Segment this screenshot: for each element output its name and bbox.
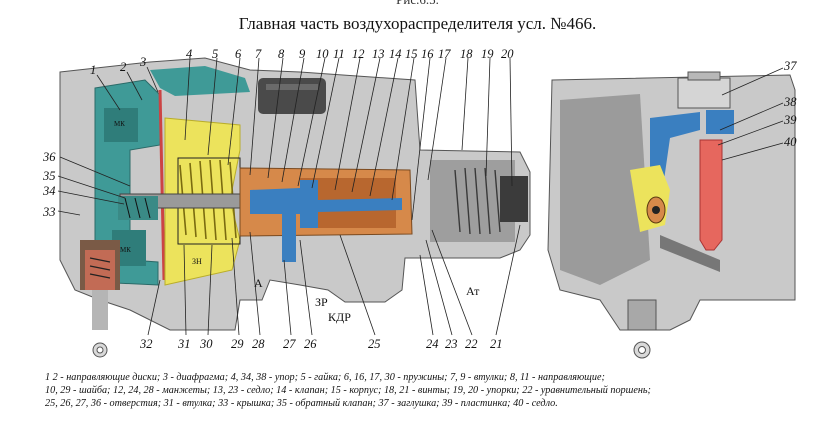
seat-red bbox=[699, 139, 723, 251]
top-nut bbox=[258, 78, 326, 114]
figure-number: Рис.6.5. bbox=[0, 0, 835, 8]
legend: 1 2 - направляющие диски; 3 - диафрагма;… bbox=[45, 371, 830, 410]
diagram-title: Главная часть воздухораспределителя усл.… bbox=[238, 14, 597, 33]
spring-right bbox=[454, 167, 501, 235]
main-assembly-drawing bbox=[59, 57, 531, 358]
legend-line: 1 2 - направляющие диски; 3 - диафрагма;… bbox=[45, 372, 605, 383]
leader-lines bbox=[57, 57, 784, 336]
blue-passage bbox=[250, 180, 402, 228]
plug-37 bbox=[677, 77, 731, 109]
check-valve-assembly bbox=[80, 240, 120, 358]
legend-line: 25, 26, 27, 36 - отверстия; 31 - втулка;… bbox=[45, 398, 558, 409]
legend-line: 10, 29 - шайба; 12, 24, 28 - манжеты; 13… bbox=[45, 385, 651, 396]
cross-section-drawing bbox=[547, 71, 796, 359]
diaphragm bbox=[158, 89, 166, 281]
cross-blue-channel bbox=[650, 112, 700, 182]
